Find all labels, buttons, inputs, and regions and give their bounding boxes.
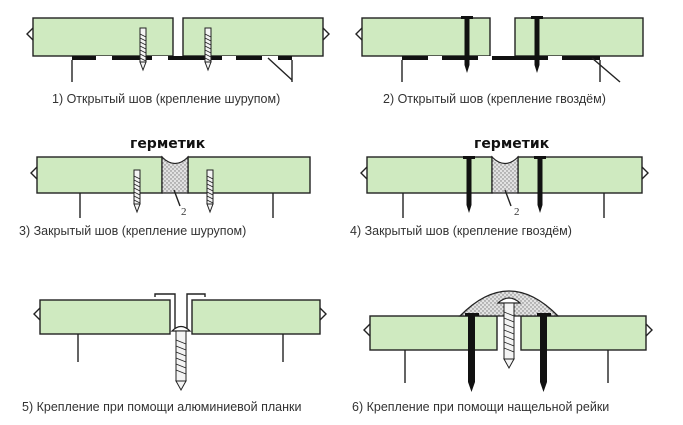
board-right	[517, 156, 643, 194]
panel-4-closed-seam-nail: 2 герметик 4) Закрытый шов (крепление гв…	[350, 136, 649, 238]
board-left	[366, 156, 493, 194]
board-right	[520, 315, 647, 351]
board-right	[191, 299, 321, 335]
break-mark-left	[355, 27, 363, 41]
nail-icon	[468, 316, 475, 382]
break-mark-right	[322, 27, 330, 41]
panel-5-aluminium-strip: 5) Крепление при помощи алюминиевой план…	[22, 293, 327, 414]
break-mark-right	[645, 323, 653, 337]
break-mark-left	[363, 323, 371, 337]
caption-5: 5) Крепление при помощи алюминиевой план…	[22, 400, 301, 414]
caption-1: 1) Открытый шов (крепление шурупом)	[52, 92, 280, 106]
break-mark-right	[319, 307, 327, 321]
screw-icon	[139, 27, 147, 71]
break-mark-left	[360, 166, 368, 180]
board-right	[187, 156, 311, 194]
nail-icon	[540, 316, 547, 382]
board-left	[36, 156, 163, 194]
caption-2: 2) Открытый шов (крепление гвоздём)	[383, 92, 606, 106]
leader-line	[591, 57, 621, 83]
screw-head-icon	[170, 325, 192, 332]
marker-number: 2	[514, 206, 520, 218]
aluminium-strip	[154, 293, 206, 330]
break-mark-right	[641, 166, 649, 180]
panel-1-open-seam-screw: 1) Открытый шов (крепление шурупом)	[26, 17, 330, 106]
screw-icon	[133, 169, 141, 213]
board-left	[32, 17, 174, 57]
board-left	[39, 299, 171, 335]
board-left	[369, 315, 498, 351]
marker-number: 2	[181, 206, 187, 218]
caption-6: 6) Крепление при помощи нащельной рейки	[352, 400, 609, 414]
break-mark-left	[30, 166, 38, 180]
break-mark-left	[33, 307, 41, 321]
break-mark-left	[26, 27, 34, 41]
board-right	[514, 17, 644, 57]
caption-3: 3) Закрытый шов (крепление шурупом)	[19, 224, 246, 238]
panel-6-cover-batten: 6) Крепление при помощи нащельной рейки	[352, 290, 653, 414]
leader-line	[173, 189, 181, 207]
caption-4: 4) Закрытый шов (крепление гвоздём)	[350, 224, 572, 238]
sealant-fill	[491, 155, 519, 194]
board-right	[182, 17, 324, 57]
board-left	[361, 17, 491, 57]
screw-head-icon	[496, 297, 522, 304]
sealant-fill	[161, 155, 189, 194]
panel-2-open-seam-nail: 2) Открытый шов (крепление гвоздём)	[355, 16, 644, 106]
sealant-label: герметик	[130, 136, 206, 152]
screw-icon	[206, 169, 214, 213]
leader-line	[504, 189, 512, 207]
panel-3-closed-seam-screw: 2 герметик 3) Закрытый шов (крепление шу…	[19, 136, 311, 238]
screw-icon	[204, 27, 212, 71]
leader-line	[267, 57, 293, 81]
sealant-label: герметик	[474, 136, 550, 152]
